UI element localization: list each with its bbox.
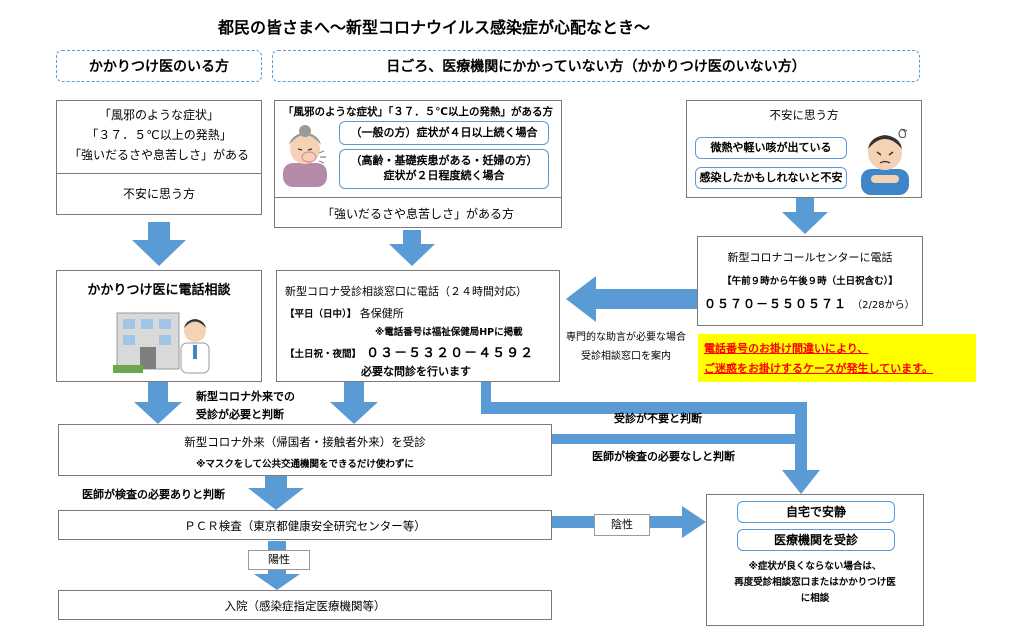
header-no-family-doctor: 日ごろ、医療機関にかかっていない方（かかりつけ医のいない方） <box>272 50 920 82</box>
middle-heading: 「風邪のような症状」「３７．５℃以上の発熱」がある方 <box>283 106 553 118</box>
arrow-outpatient-to-pcr <box>248 476 304 510</box>
arrow-consult-to-outpatient <box>330 382 378 424</box>
home-box: 自宅で安静 医療機関を受診 ※症状が良くならない場合は、 再度受診相談窓口または… <box>706 494 924 626</box>
consult-center-box: 新型コロナ受診相談窓口に電話（２４時間対応） 【平日（日中）】 各保健所 ※電話… <box>276 270 560 382</box>
outpatient-note: ※マスクをして公共交通機関をできるだけ使わずに <box>196 459 414 470</box>
middle-fatigue-label: 「強いだるさや息苦しさ」がある方 <box>321 207 514 221</box>
consult-holiday-phone: ０３－５３２０－４５９２ <box>366 346 535 361</box>
call-center-title: 新型コロナコールセンターに電話 <box>727 251 893 264</box>
negative-label: 陰性 <box>611 518 633 531</box>
home-visit-option-text: 医療機関を受診 <box>773 532 858 547</box>
negative-label-box: 陰性 <box>594 514 650 536</box>
home-note: ※症状が良くならない場合は、 再度受診相談窓口またはかかりつけ医 に相談 <box>707 559 923 607</box>
family-doctor-box: かかりつけ医に電話相談 <box>56 270 262 382</box>
positive-label-box: 陽性 <box>248 550 310 570</box>
hospital-box: 入院（感染症指定医療機関等） <box>58 590 552 620</box>
outpatient-needed-line2: 受診が必要と判断 <box>196 408 284 421</box>
positive-label: 陽性 <box>268 553 290 566</box>
right-anxious-box: 不安に思う方 微熱や軽い咳が出ている 感染したかもしれないと不安 <box>686 100 922 198</box>
header-has-family-doctor-label: かかりつけ医のいる方 <box>88 59 230 75</box>
clinic-and-doctor-icon <box>113 312 210 374</box>
call-center-box: 新型コロナコールセンターに電話 【午前９時から午後９時（土日祝含む）】 ０５７０… <box>697 236 923 326</box>
middle-bubble-risk-line2: 症状が２日程度続く場合 <box>383 169 505 182</box>
no-visit-needed-label: 受診が不要と判断 <box>614 412 702 425</box>
left-symptom-line3: 「強いだるさや息苦しさ」がある <box>68 148 249 162</box>
home-rest-option: 自宅で安静 <box>737 501 895 523</box>
home-note-line2: 再度受診相談窓口またはかかりつけ医 <box>734 577 896 588</box>
arrow-middle-to-consult <box>389 230 435 266</box>
guide-note-line1: 専門的な助言が必要な場合 <box>566 332 686 343</box>
outpatient-title: 新型コロナ外来（帰国者・接触者外来）を受診 <box>184 435 426 449</box>
wrong-number-notice: 電話番号のお掛け間違いにより、 ご迷惑をお掛けするケースが発生しています。 <box>698 334 976 382</box>
home-note-line1: ※症状が良くならない場合は、 <box>748 561 882 572</box>
consult-footer: 必要な問診を行います <box>361 365 471 378</box>
middle-bubble-risk-line1: （高齢・基礎疾患がある・妊婦の方） <box>350 154 538 168</box>
header-has-family-doctor: かかりつけ医のいる方 <box>56 50 262 82</box>
guide-note: 専門的な助言が必要な場合 受診相談窓口を案内 <box>562 328 690 366</box>
middle-bubble-general: （一般の方）症状が４日以上続く場合 <box>339 121 549 145</box>
call-center-phone-note: （2/28から） <box>852 300 915 311</box>
consult-weekday-value: 各保健所 <box>359 307 404 320</box>
pcr-title: ＰＣＲ検査（東京都健康安全研究センター等） <box>184 519 426 533</box>
middle-bubble-general-text: （一般の方）症状が４日以上続く場合 <box>350 125 538 139</box>
left-symptoms-box: 「風邪のような症状」 「３７．５℃以上の発熱」 「強いだるさや息苦しさ」がある … <box>56 100 262 215</box>
consult-title: 新型コロナ受診相談窓口に電話（２４時間対応） <box>285 285 527 298</box>
right-bubble-anxious: 感染したかもしれないと不安 <box>695 167 847 189</box>
family-doctor-label: かかりつけ医に電話相談 <box>87 283 231 298</box>
call-center-hours: 【午前９時から午後９時（土日祝含む）】 <box>722 276 898 287</box>
home-note-line3: に相談 <box>800 593 830 604</box>
left-symptom-line1: 「風邪のような症状」 <box>98 108 219 122</box>
pcr-box: ＰＣＲ検査（東京都健康安全研究センター等） <box>58 510 552 540</box>
right-heading: 不安に思う方 <box>769 108 839 122</box>
guide-note-line2: 受診相談窓口を案内 <box>581 351 671 362</box>
home-visit-option: 医療機関を受診 <box>737 529 895 551</box>
consult-weekday-label: 【平日（日中）】 <box>285 309 357 320</box>
elderly-coughing-woman-icon <box>283 125 327 187</box>
left-symptom-line2: 「３７．５℃以上の発熱」 <box>86 128 232 142</box>
worried-man-icon <box>861 128 909 195</box>
home-rest-option-text: 自宅で安静 <box>785 504 846 519</box>
middle-bubble-risk: （高齢・基礎疾患がある・妊婦の方） 症状が２日程度続く場合 <box>339 149 549 189</box>
test-needed-label: 医師が検査の必要ありと判断 <box>82 488 225 501</box>
consult-holiday-label: 【土日祝・夜間】 <box>285 349 362 360</box>
arrow-left-to-doctor <box>132 222 186 266</box>
arrow-doctor-to-outpatient <box>134 382 182 424</box>
consult-weekday-note: ※電話番号は福祉保健局HPに掲載 <box>375 327 523 338</box>
call-center-phone: ０５７０－５５０５７１ <box>704 297 848 311</box>
right-bubble-fever-text: 微熱や軽い咳が出ている <box>710 140 832 154</box>
header-no-family-doctor-label: 日ごろ、医療機関にかかっていない方（かかりつけ医のいない方） <box>386 59 806 75</box>
connector-outpatient-to-home <box>552 434 802 444</box>
middle-symptoms-box: 「風邪のような症状」「３７．５℃以上の発熱」がある方 （一般の方）症状が４日以上… <box>274 100 562 228</box>
hospital-title: 入院（感染症指定医療機関等） <box>224 599 386 613</box>
page-title: 都民の皆さまへ～新型コロナウイルス感染症が心配なとき～ <box>218 18 651 37</box>
notice-line2: ご迷惑をお掛けするケースが発生しています。 <box>704 362 934 375</box>
right-bubble-anxious-text: 感染したかもしれないと不安 <box>699 170 843 184</box>
left-anxious-label: 不安に思う方 <box>122 187 195 201</box>
arrow-callcenter-to-consult <box>566 276 697 322</box>
outpatient-box: 新型コロナ外来（帰国者・接触者外来）を受診 ※マスクをして公共交通機関をできるだ… <box>58 424 552 476</box>
outpatient-needed-line1: 新型コロナ外来での <box>196 390 295 403</box>
notice-line1: 電話番号のお掛け間違いにより、 <box>704 342 869 355</box>
outpatient-needed-label: 新型コロナ外来での 受診が必要と判断 <box>196 388 295 424</box>
right-bubble-fever: 微熱や軽い咳が出ている <box>695 137 847 159</box>
arrow-consult-to-home <box>481 382 820 494</box>
arrow-right-to-callcenter <box>782 198 828 234</box>
no-test-needed-label: 医師が検査の必要なしと判断 <box>592 450 735 463</box>
